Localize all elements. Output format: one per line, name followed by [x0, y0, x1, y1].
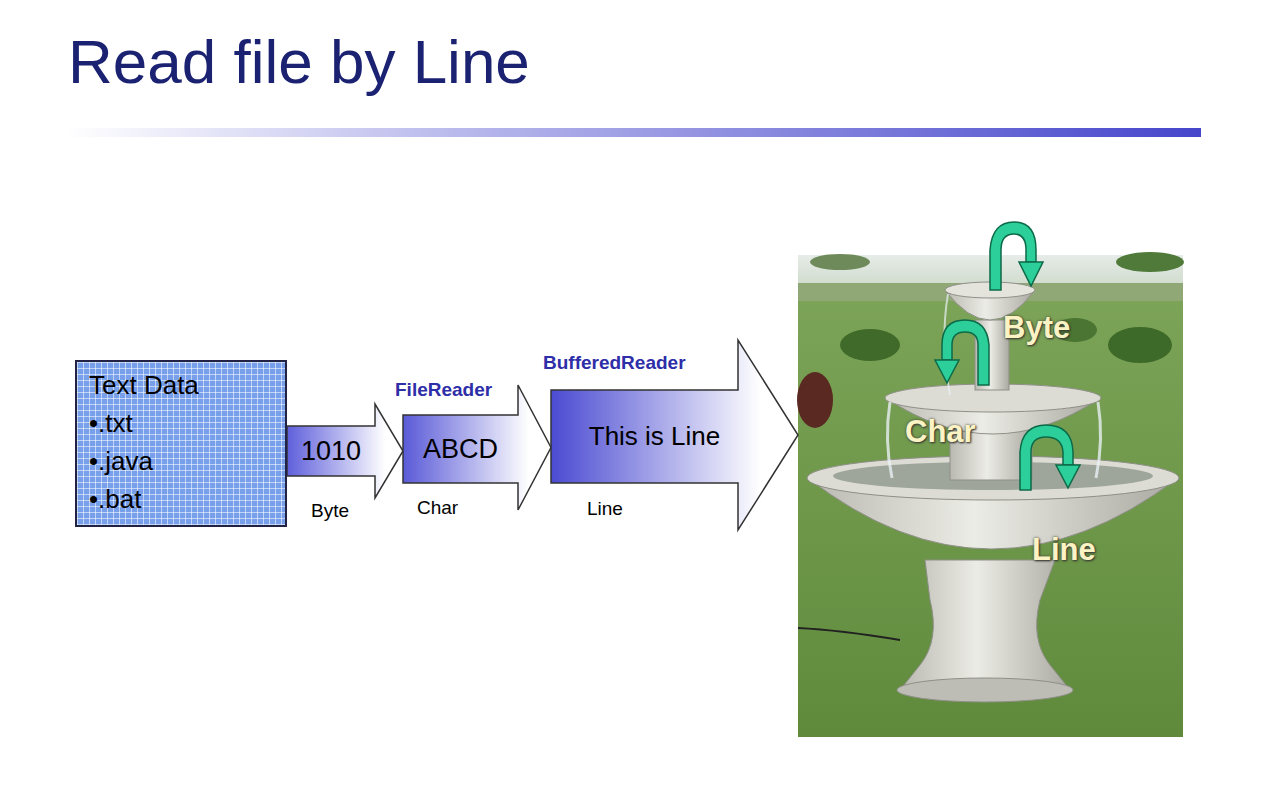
class-name: BufferedReader	[543, 352, 686, 374]
source-box: Text Data•.txt•.java•.bat	[75, 360, 287, 527]
arrow-text: 1010	[301, 436, 361, 467]
arrow-outline	[287, 404, 403, 498]
tier-label: Char	[905, 414, 976, 450]
unit-caption: Byte	[311, 500, 349, 522]
tier-label: Line	[1032, 532, 1096, 568]
list-item: •.bat	[89, 480, 275, 518]
arrow-body: ABCD	[403, 415, 518, 483]
flow-arrow	[935, 222, 1080, 490]
arrow-body: 1010	[287, 426, 375, 476]
class-name: FileReader	[395, 379, 492, 401]
arrow-body: This is Line	[571, 390, 738, 483]
arrow-text: ABCD	[423, 434, 498, 465]
box-heading: Text Data	[89, 366, 275, 404]
arrow-outline	[403, 385, 551, 510]
stream-arrow: 1010Byte	[287, 404, 403, 498]
stream-arrow: BufferedReaderThis is LineLine	[551, 340, 798, 530]
tier-label: Byte	[1003, 310, 1070, 346]
stream-arrow: FileReaderABCDChar	[403, 385, 551, 510]
slide-title: Read file by Line	[68, 26, 530, 97]
arrow-text: This is Line	[589, 421, 721, 452]
unit-caption: Char	[417, 497, 458, 519]
unit-caption: Line	[587, 498, 623, 520]
list-item: •.txt	[89, 404, 275, 442]
list-item: •.java	[89, 442, 275, 480]
